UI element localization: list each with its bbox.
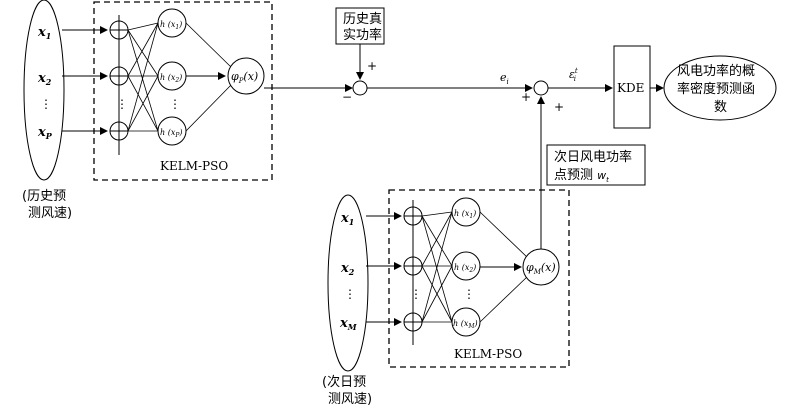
top-input-x2: x2	[37, 71, 52, 87]
history-power-text-1: 历史真	[343, 12, 382, 27]
bottom-hidden-label-1: h (x1)	[454, 209, 476, 220]
bottom-input-ellipse	[327, 194, 369, 372]
kde-label: KDE	[617, 81, 644, 95]
bottom-hidden-connections	[421, 211, 453, 323]
bottom-kelm-block: x1 x2 ⋮ xM ⋮ h (x1) h (x2) ⋮ h (xM)	[322, 189, 570, 407]
bottom-kelm-label: KELM-PSO	[454, 347, 522, 361]
bottom-sum-node-2	[403, 256, 423, 276]
bottom-input-xm: xM	[339, 316, 358, 332]
bottom-input-caption-2: 测风速)	[328, 392, 372, 407]
result-text-3: 数	[714, 100, 727, 115]
top-hidden-label-1: h (x1)	[160, 20, 182, 31]
bottom-hidden-label-2: h (x2)	[454, 263, 476, 274]
result-ellipse	[663, 55, 777, 121]
bottom-hidden-node-2	[451, 251, 481, 281]
top-input-dots: ⋮	[40, 97, 52, 111]
top-output-node	[227, 57, 265, 95]
top-sum-node-p	[109, 121, 129, 141]
bottom-hidden-label-m: h (xM)	[453, 319, 478, 330]
top-output-connections	[185, 22, 233, 132]
error-label: ei	[500, 71, 509, 86]
result-text-2: 率密度预测函	[677, 81, 755, 97]
top-input-xp: xP	[37, 125, 53, 141]
point-forecast-box	[546, 144, 646, 186]
top-sum-node-2	[109, 66, 129, 86]
sum-node-1	[352, 80, 368, 96]
top-hidden-label-2: h (x2)	[160, 73, 182, 84]
bottom-input-dots: ⋮	[344, 287, 356, 301]
top-input-x1: x1	[37, 25, 51, 41]
top-kelm-dashed-box	[93, 1, 273, 181]
kde-box	[613, 45, 651, 129]
top-kelm-block: x1 x2 ⋮ xP ⋮ h (x1) h (x2) ⋮ h (xP)	[22, 0, 273, 221]
top-input-ellipse	[23, 0, 65, 181]
bottom-sum-dots: ⋮	[410, 287, 422, 301]
top-input-caption-2: 测风速)	[28, 206, 72, 221]
top-kelm-label: KELM-PSO	[160, 159, 228, 173]
history-power-box	[335, 7, 385, 45]
bottom-output-connections	[479, 211, 529, 323]
top-sum-dots: ⋮	[116, 97, 128, 111]
sum1-minus-sign: −	[342, 90, 352, 104]
bottom-input-caption-1: (次日预	[322, 374, 366, 390]
sum-node-2	[533, 80, 549, 96]
history-power-text-2: 实功率	[343, 27, 382, 43]
sum2-plus-left: +	[521, 90, 531, 104]
bottom-sum-node-m	[403, 312, 423, 332]
bottom-kelm-dashed-box	[388, 189, 570, 368]
bottom-input-x1: x1	[340, 211, 354, 227]
bottom-output-label: φM(x)	[526, 261, 556, 276]
bottom-output-node	[522, 248, 560, 286]
point-forecast-text-2: 点预测 wt	[554, 168, 609, 184]
top-output-label: φP(x)	[231, 70, 258, 85]
top-hidden-connections	[127, 22, 159, 132]
sum2-plus-bottom: +	[554, 100, 564, 114]
top-hidden-dots: ⋮	[169, 97, 181, 111]
result-text-1: 风电功率的概	[677, 63, 755, 79]
bottom-input-x2: x2	[340, 261, 355, 277]
point-forecast-text-1: 次日风电功率	[554, 149, 632, 165]
top-sum-node-1	[109, 20, 129, 40]
bottom-sum-node-1	[403, 206, 423, 226]
top-input-caption-1: (历史预	[22, 189, 66, 204]
bottom-hidden-dots: ⋮	[463, 287, 475, 301]
top-hidden-label-p: h (xP)	[160, 128, 183, 139]
sum1-plus-sign: +	[367, 59, 377, 73]
